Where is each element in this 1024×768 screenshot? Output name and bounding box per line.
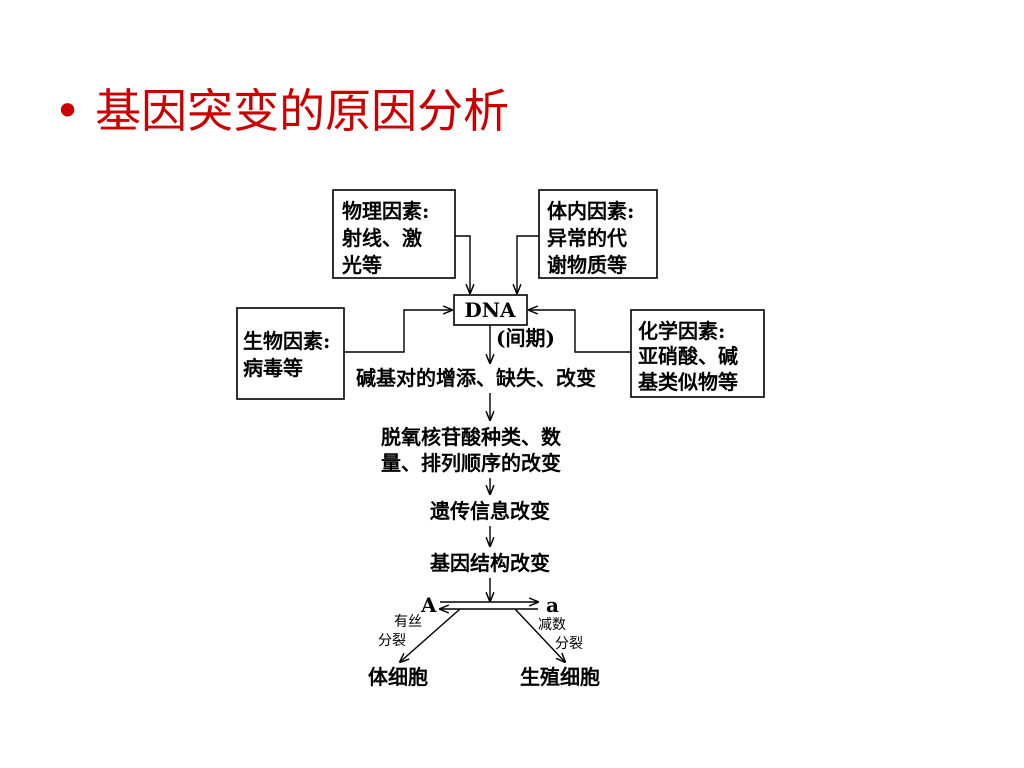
allele-a-label: a (546, 593, 559, 617)
bullet-icon: • (54, 84, 82, 138)
step-nucleotide-change-line2: 量、排列顺序的改变 (381, 451, 561, 475)
internal-factor-line1: 体内因素: (547, 199, 634, 223)
biological-factor-line1: 生物因素: (243, 329, 330, 353)
internal-factor-line3: 谢物质等 (547, 253, 627, 277)
step-nucleotide-change-line1: 脱氧核苷酸种类、数 (381, 425, 562, 449)
biological-factor-line2: 病毒等 (243, 356, 303, 380)
arrow-biological-to-dna (344, 310, 452, 353)
allele-A-label: A (420, 593, 437, 617)
slide-title-row: •基因突变的原因分析 (54, 88, 509, 134)
arrow-physical-to-dna (455, 235, 470, 293)
internal-factor-line2: 异常的代 (547, 226, 627, 250)
meiosis-label-line2: 分裂 (555, 636, 583, 652)
physical-factor-line3: 光等 (341, 253, 382, 277)
physical-factor-box (332, 189, 456, 279)
physical-factor-line2: 射线、激 (341, 226, 422, 250)
internal-factor-box (538, 189, 658, 279)
arrow-internal-to-dna (517, 235, 539, 293)
slide-title: 基因突变的原因分析 (95, 84, 510, 138)
somatic-cell-label: 体细胞 (368, 665, 428, 689)
physical-factor-line1: 物理因素: (342, 199, 429, 223)
step-gene-structure-change: 基因结构改变 (430, 551, 550, 575)
meiosis-label-line1: 减数 (538, 617, 566, 633)
mitosis-label-line2: 分裂 (378, 633, 406, 649)
chemical-factor-line2: 亚硝酸、碱 (638, 344, 738, 368)
arrow-chemical-to-dna (529, 310, 631, 353)
biological-factor-box (236, 307, 345, 400)
dna-label: DNA (464, 298, 516, 322)
arrow-to-germ-cell (514, 608, 565, 662)
chemical-factor-line1: 化学因素: (638, 319, 725, 343)
interphase-label: (间期) (496, 326, 555, 350)
germ-cell-label: 生殖细胞 (520, 665, 600, 689)
arrow-to-somatic-cell (400, 608, 461, 662)
step-genetic-info-change: 遗传信息改变 (429, 499, 550, 523)
mitosis-label-line1: 有丝 (394, 614, 422, 630)
step-base-pair-change: 碱基对的增添、缺失、改变 (356, 366, 596, 390)
chemical-factor-line3: 基类似物等 (638, 370, 738, 394)
chemical-factor-box (630, 309, 765, 398)
